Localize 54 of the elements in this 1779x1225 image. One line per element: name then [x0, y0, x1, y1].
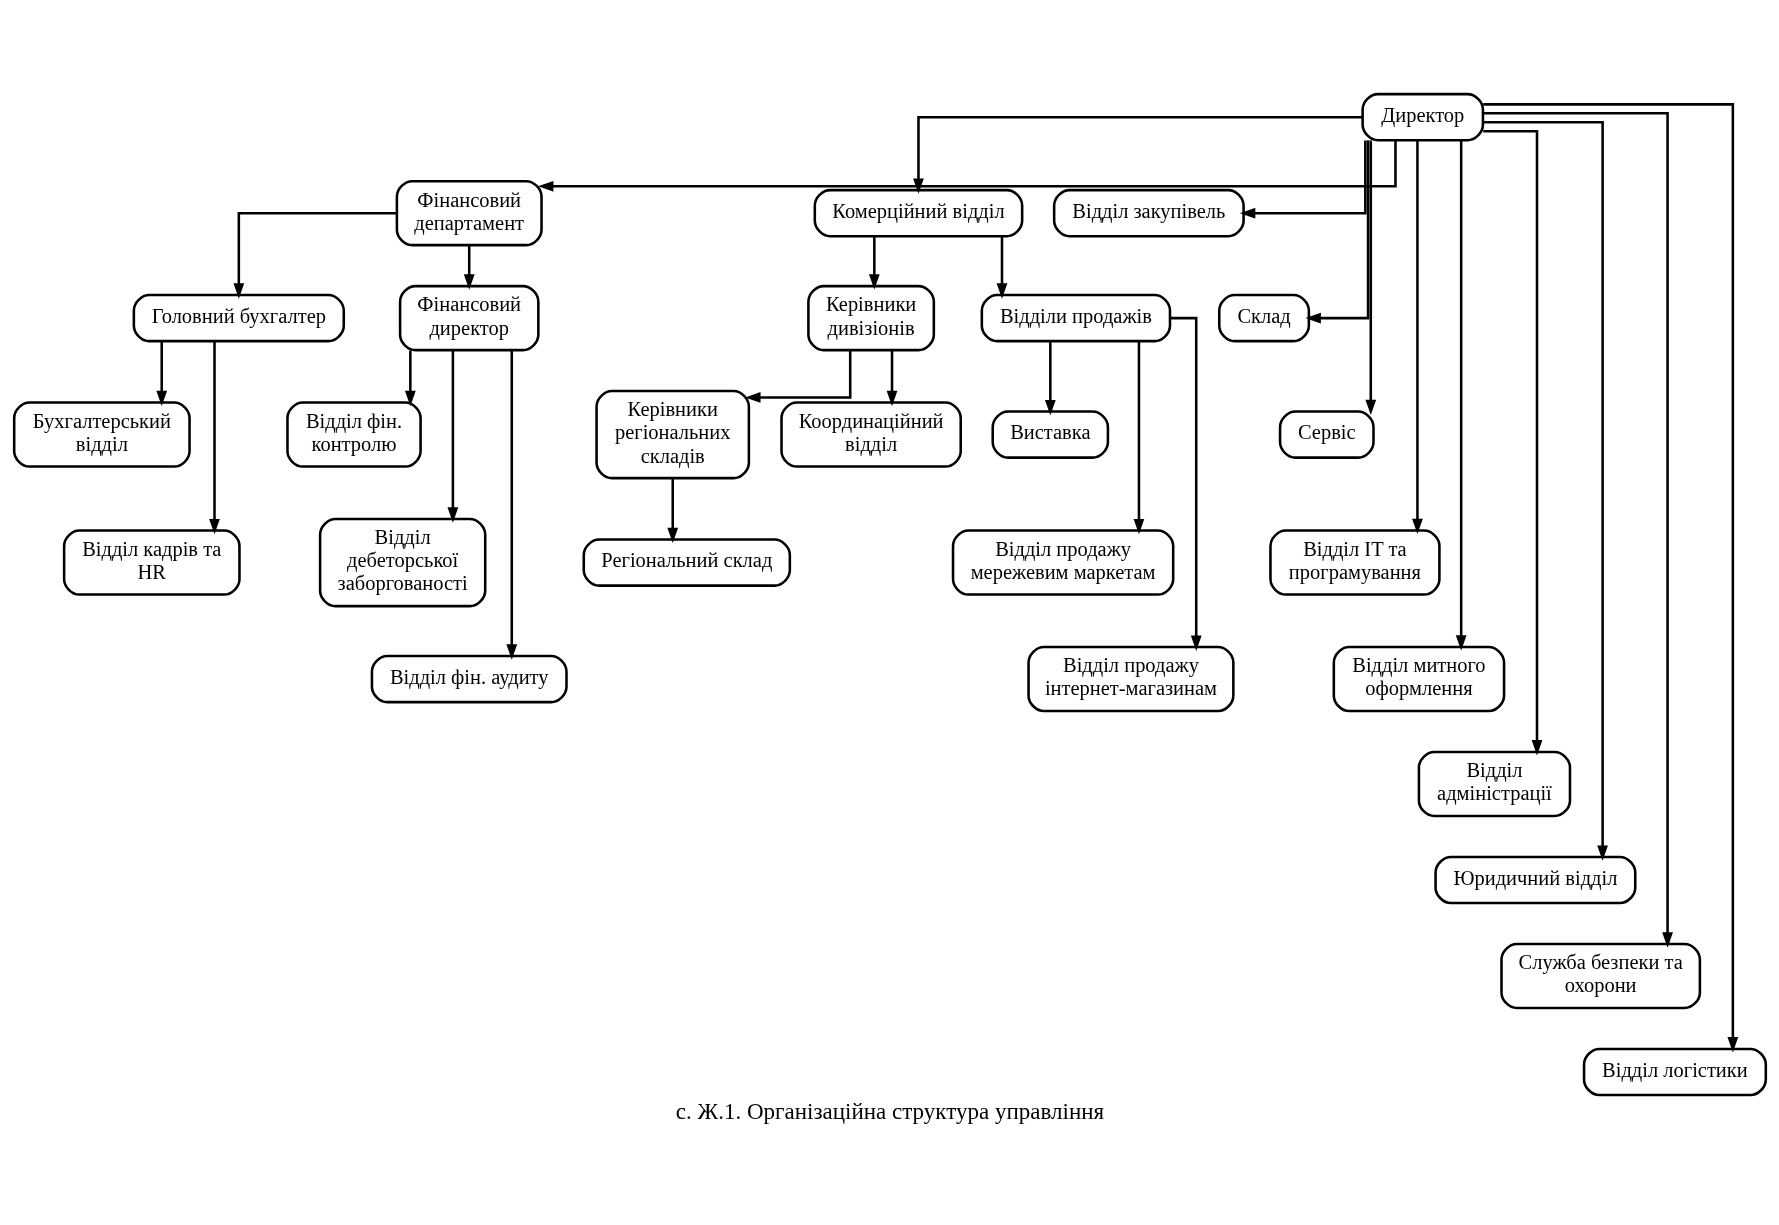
- arrow: [505, 350, 517, 660]
- node-box: Сервіс: [1278, 410, 1375, 459]
- arrow: [996, 236, 1007, 299]
- node-box: Відділ дебеторської заборгованості: [318, 517, 486, 608]
- arrow: [208, 341, 220, 535]
- arrow: [537, 140, 1397, 192]
- arrow: [1305, 140, 1369, 324]
- arrow: [1411, 140, 1423, 535]
- node-box: Відділи продажів: [980, 293, 1171, 343]
- arrow: [447, 350, 458, 523]
- node-box: Директор: [1360, 92, 1484, 142]
- arrow: [155, 341, 167, 407]
- node-box: Відділ митного оформлення: [1332, 645, 1505, 713]
- node-box: Відділ фін. аудиту: [370, 654, 568, 704]
- node-box: Виставка: [990, 410, 1109, 459]
- arrow: [1482, 103, 1738, 1053]
- node-box: Керівники регіональних складів: [594, 389, 750, 480]
- node-box: Комерційний відділ: [813, 188, 1023, 238]
- node-box: Відділ продажу мережевим маркетам: [951, 529, 1174, 596]
- arrow: [1455, 140, 1467, 651]
- node-box: Відділ логістики: [1582, 1047, 1767, 1097]
- node-box: Відділ фін. контролю: [285, 401, 422, 468]
- arrow: [1482, 129, 1542, 756]
- node-box: Склад: [1217, 293, 1310, 343]
- arrow: [1169, 316, 1202, 651]
- node-box: Відділ продажу інтернет-магазинам: [1026, 645, 1235, 713]
- node-box: Регіональний склад: [582, 538, 791, 587]
- node-box: Керівники дивізіонів: [806, 284, 935, 352]
- arrow: [232, 211, 396, 299]
- node-box: Відділ IT та програмування: [1268, 529, 1441, 596]
- node-box: Служба безпеки та охорони: [1499, 942, 1701, 1010]
- arrow: [666, 478, 678, 544]
- arrow: [912, 115, 1362, 194]
- node-box: Координаційний відділ: [779, 401, 962, 468]
- caption: с. Ж.1. Організаційна структура управління: [675, 1097, 1104, 1124]
- arrow: [1239, 140, 1367, 219]
- node-box: Юридичний відділ: [1433, 855, 1637, 905]
- arrow: [1482, 112, 1673, 948]
- node-box: Бухгалтерський відділ: [12, 401, 191, 468]
- node-box: Відділ адміністрації: [1417, 750, 1571, 818]
- node-box: Відділ закупівель: [1052, 188, 1245, 238]
- arrow: [1364, 140, 1376, 416]
- arrow: [1044, 341, 1056, 416]
- arrow: [1133, 341, 1144, 535]
- arrow: [744, 350, 851, 403]
- node-box: Фінансовий департамент: [395, 179, 543, 247]
- arrow: [868, 236, 880, 290]
- arrow: [463, 245, 475, 290]
- arrow: [404, 350, 416, 407]
- arrow: [886, 350, 897, 407]
- node-box: Відділ кадрів та HR: [62, 529, 241, 596]
- arrow: [1482, 121, 1608, 861]
- node-box: Головний бухгалтер: [132, 293, 345, 343]
- node-box: Фінансовий директор: [398, 284, 540, 352]
